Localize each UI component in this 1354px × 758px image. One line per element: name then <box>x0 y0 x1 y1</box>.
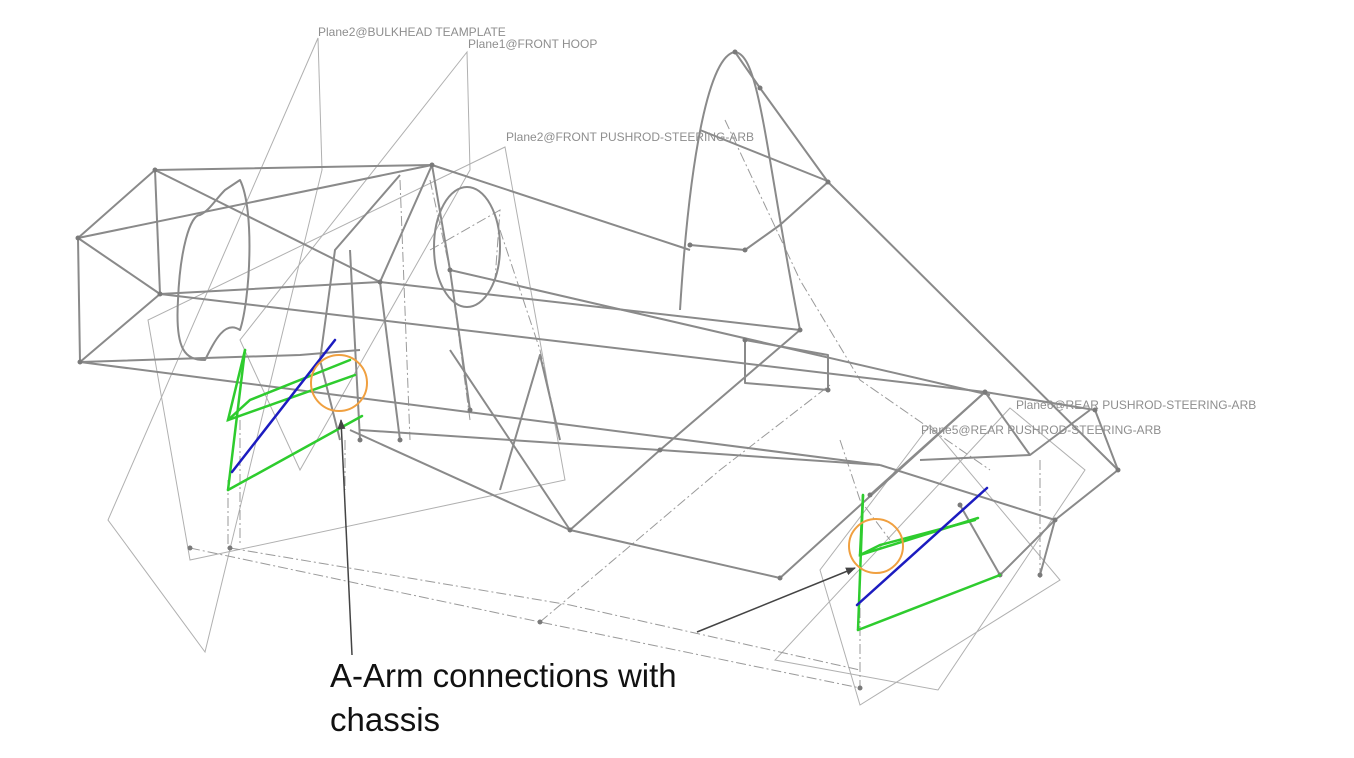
frame-tube <box>154 169 161 295</box>
frame-tube <box>499 354 561 491</box>
front-connection-highlight <box>310 354 368 412</box>
annotation-caption: A-Arm connections with chassis <box>330 654 850 742</box>
reference-planes <box>107 37 1086 706</box>
node-point <box>447 267 453 273</box>
front-upper-a-arm <box>226 348 357 422</box>
frame-tube <box>379 281 401 441</box>
frame-tube <box>699 129 831 183</box>
node-point <box>825 387 831 393</box>
node-point <box>825 179 831 185</box>
frame-tube <box>734 51 1119 471</box>
rear-a-arm <box>855 486 1002 632</box>
node-point <box>867 492 873 498</box>
construction-lines <box>189 119 1041 689</box>
plane-label-front-hoop: Plane1@FRONT HOOP <box>468 37 597 51</box>
frame-tube <box>79 349 361 363</box>
node-point <box>187 545 193 551</box>
frame-tube <box>431 164 691 251</box>
node-point <box>742 247 748 253</box>
front-pushrod <box>230 338 337 474</box>
frame-tube <box>689 181 829 251</box>
node-point <box>1037 572 1043 578</box>
frame-tube <box>77 237 161 363</box>
construction-line <box>429 209 501 281</box>
node-point <box>467 407 473 413</box>
front-a-arm-link <box>226 358 352 422</box>
plane-label-front-pushrod: Plane2@FRONT PUSHROD-STEERING-ARB <box>506 130 754 144</box>
node-point <box>982 389 988 395</box>
frame-tube <box>79 361 881 466</box>
node-point <box>157 291 163 297</box>
front-a-arm-upright <box>226 348 247 492</box>
node-point <box>152 167 158 173</box>
node-point <box>1115 467 1121 473</box>
frame-tube <box>159 293 986 393</box>
frame-tube <box>77 164 433 295</box>
plane-front-pushrod-outline <box>147 146 566 561</box>
main-hoop-arch <box>679 51 801 331</box>
node-point <box>742 337 748 343</box>
node-point <box>657 447 663 453</box>
annotation-line-2: chassis <box>330 701 441 738</box>
node-point <box>1052 517 1058 523</box>
frame-tube <box>154 169 381 283</box>
front-hoop-ellipse <box>433 186 501 308</box>
frame-tube <box>919 409 1091 461</box>
node-point <box>429 162 435 168</box>
rear-connection-highlight <box>848 518 904 574</box>
node-point <box>377 279 383 285</box>
frame-tube <box>359 429 881 466</box>
construction-line <box>399 179 411 441</box>
node-point <box>357 437 363 443</box>
plane-label-rear-pushrod-5: Plane5@REAR PUSHROD-STEERING-ARB <box>921 423 1161 437</box>
sketch-points <box>75 49 1121 691</box>
node-point <box>397 437 403 443</box>
node-point <box>537 619 543 625</box>
plane-front-hoop-outline <box>239 50 471 472</box>
node-point <box>77 359 83 365</box>
frame-tube <box>379 281 801 331</box>
construction-line <box>724 119 991 471</box>
front-annotation-arrow <box>337 419 353 656</box>
frame-tube <box>349 249 361 441</box>
plane-label-rear-pushrod-6: Plane6@REAR PUSHROD-STEERING-ARB <box>1016 398 1256 412</box>
plane-rear-pushrod-5-outline <box>819 424 1061 706</box>
rear-annotation-arrow <box>696 567 856 633</box>
nose-cone-profile <box>176 179 251 361</box>
rear-a-arm-upright <box>856 493 865 632</box>
node-point <box>797 327 803 333</box>
frame-tube <box>869 391 986 496</box>
plane-bulkhead-outline <box>107 37 323 654</box>
front-a-arm <box>226 338 364 492</box>
node-point <box>857 685 863 691</box>
node-point <box>567 527 573 533</box>
construction-line <box>839 439 891 541</box>
node-point <box>75 235 81 241</box>
node-point <box>687 242 693 248</box>
construction-line <box>539 384 831 623</box>
node-point <box>227 545 233 551</box>
construction-line <box>229 547 861 671</box>
frame-tube <box>77 164 433 239</box>
node-point <box>777 575 783 581</box>
frame-tube <box>319 174 401 441</box>
node-point <box>732 49 738 55</box>
frame-tube <box>449 269 991 396</box>
frame-tube <box>984 391 1031 456</box>
frame-tube <box>349 429 781 579</box>
rear-lower-a-arm <box>856 573 1002 632</box>
rear-pushrod <box>855 486 989 607</box>
plane-rear-pushrod-6-outline <box>774 407 1086 691</box>
node-point <box>1092 407 1098 413</box>
node-point <box>757 85 763 91</box>
plane-label-bulkhead: Plane2@BULKHEAD TEAMPLATE <box>318 25 506 39</box>
annotation-line-1: A-Arm connections with <box>330 657 677 694</box>
node-point <box>957 502 963 508</box>
